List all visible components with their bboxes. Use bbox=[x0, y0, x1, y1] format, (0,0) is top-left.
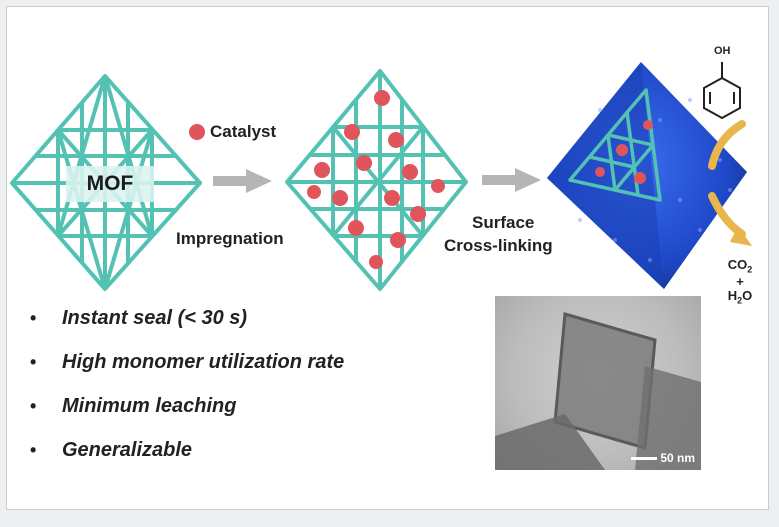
catalyst-legend-dot bbox=[189, 124, 205, 140]
feature-list: Instant seal (< 30 s) High monomer utili… bbox=[30, 306, 344, 482]
impregnation-arrow bbox=[213, 169, 272, 193]
sealed-octahedron bbox=[547, 62, 747, 289]
impregnation-label: Impregnation bbox=[176, 229, 284, 248]
catalyst-particles bbox=[307, 90, 445, 269]
scale-bar: 50 nm bbox=[631, 451, 695, 465]
feature-item: Minimum leaching bbox=[30, 394, 344, 438]
cross-linking-arrow bbox=[482, 168, 541, 192]
products-label: CO2 + H2O bbox=[727, 257, 753, 306]
feature-item: Generalizable bbox=[30, 438, 344, 482]
tem-micrograph: 50 nm bbox=[495, 296, 701, 470]
catalyst-label: Catalyst bbox=[210, 122, 277, 141]
feature-item: Instant seal (< 30 s) bbox=[30, 306, 344, 350]
scale-bar-line bbox=[631, 456, 658, 460]
feature-item: High monomer utilization rate bbox=[30, 350, 344, 394]
oh-label: OH bbox=[714, 45, 731, 57]
loaded-mof-octahedron bbox=[285, 69, 468, 291]
mof-label: MOF bbox=[66, 166, 154, 202]
surface-label: Surface bbox=[472, 213, 535, 232]
cross-linking-label: Cross-linking bbox=[444, 236, 553, 255]
phenol-molecule bbox=[703, 62, 741, 120]
tem-image bbox=[495, 312, 701, 470]
